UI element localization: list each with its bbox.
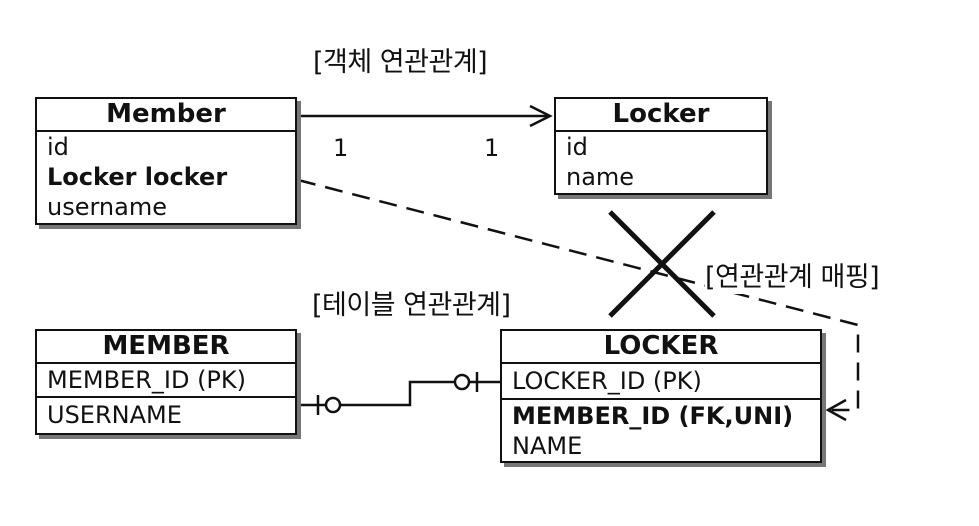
locker-side-zero-circle: [453, 373, 471, 391]
cross-mark-line-2: [608, 210, 716, 318]
multiplicity-left: 1: [333, 134, 349, 162]
mapping-arrowhead: [825, 398, 847, 422]
mapping-dashed-line: [297, 178, 860, 412]
locker-field-name: name: [566, 163, 635, 191]
member-field-id: id: [47, 133, 69, 161]
member-entity-box: Member id Locker locker username: [35, 97, 297, 225]
member-entity-title: Member: [37, 99, 295, 132]
locker-entity-title: Locker: [556, 99, 766, 132]
object-relation-label: [객체 연관관계]: [313, 47, 488, 78]
member-field-locker: Locker locker: [47, 163, 228, 191]
member-table-title: MEMBER: [37, 331, 295, 364]
member-table-box: MEMBER MEMBER_ID (PK) USERNAME: [35, 329, 297, 435]
locker-column-member-id: MEMBER_ID (FK,UNI): [512, 402, 794, 430]
locker-column-id: LOCKER_ID (PK): [502, 364, 820, 400]
table-relation-label: [테이블 연관관계]: [312, 290, 511, 321]
member-column-id: MEMBER_ID (PK): [37, 364, 295, 398]
locker-field-id: id: [566, 133, 588, 161]
object-association-arrowhead: [529, 104, 553, 128]
member-field-username: username: [47, 193, 167, 221]
locker-table-title: LOCKER: [502, 331, 820, 364]
locker-entity-box: Locker id name: [554, 97, 768, 195]
multiplicity-right: 1: [484, 134, 500, 162]
mapping-label: [연관관계 매핑]: [705, 255, 880, 294]
member-column-username: USERNAME: [47, 401, 182, 429]
locker-table-box: LOCKER LOCKER_ID (PK) MEMBER_ID (FK,UNI)…: [500, 329, 822, 463]
locker-column-name: NAME: [512, 432, 583, 460]
member-side-zero-circle: [324, 396, 342, 414]
